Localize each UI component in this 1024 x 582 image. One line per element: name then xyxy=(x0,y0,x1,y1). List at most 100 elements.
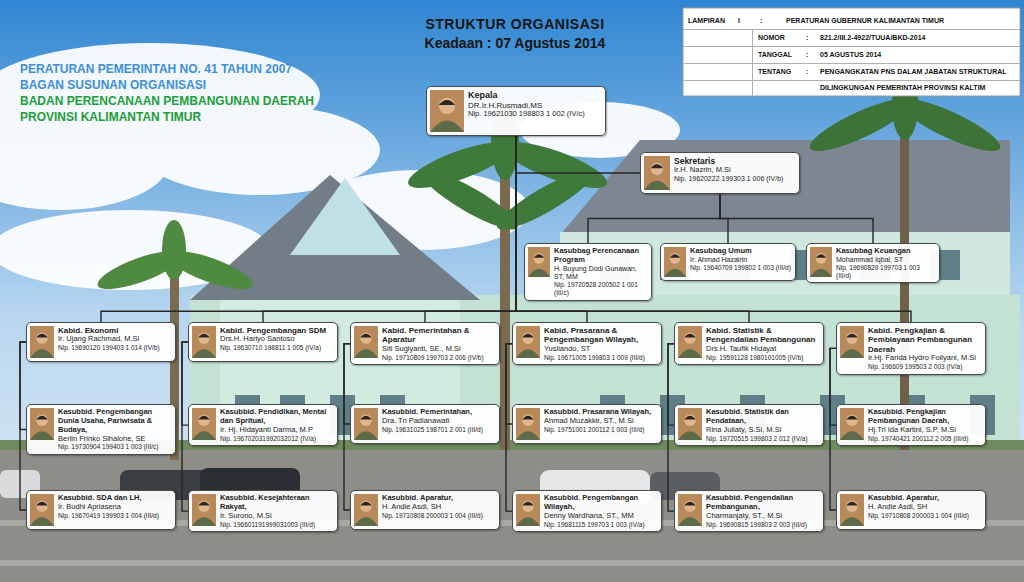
position-title: Kabid. Prasarana & Pengembangan Wilayah, xyxy=(544,326,657,345)
table-cell: 821.2/III.2-4922/TUUA/BKD-2014 xyxy=(820,34,925,41)
employee-id: Nip. 19690829 199703 1 003 (III/d) xyxy=(836,264,935,279)
text-column: Kasubbag UmumIr. Ahmad HazairinNip. 1964… xyxy=(690,247,791,272)
text-column: Kabid. Pemerintahan & AparaturSiti Sugiy… xyxy=(382,326,495,361)
table-cell: TANGGAL xyxy=(758,51,792,58)
org-connector xyxy=(516,136,640,173)
person-name: Ir. Ahmad Hazairin xyxy=(690,256,791,264)
portrait-photo xyxy=(354,326,378,358)
portrait-photo xyxy=(516,326,540,358)
text-column: Kabid. Pengkajian & Pembiayaan Pembangun… xyxy=(868,326,981,371)
portrait-photo xyxy=(354,494,378,526)
portrait-photo xyxy=(30,494,54,526)
person-name: Yusliando, ST xyxy=(544,345,657,354)
portrait-photo xyxy=(354,408,378,440)
employee-id: Nip. 196601191999031003 (III/d) xyxy=(220,521,333,529)
person-name: DR.Ir.H.Rusmadi,MS xyxy=(468,101,601,110)
table-cell: : xyxy=(760,17,762,24)
employee-id: Nip. 19720515 199803 2 012 (IV/a) xyxy=(706,435,819,443)
employee-id: Nip. 19720528 200502 1 001 (III/c) xyxy=(554,281,647,296)
position-title: Kasubbid. Pengkajian Pembangunan Daerah, xyxy=(868,408,981,426)
kabid-box: Kabid. Pengkajian & Pembiayaan Pembangun… xyxy=(836,322,986,375)
employee-id: Nip. 19630710 198811 1 005 (IV/a) xyxy=(220,344,333,352)
position-title: Kasubbag Perencanaan Program xyxy=(554,247,647,265)
head-box: KepalaDR.Ir.H.Rusmadi,MSNip. 19621030 19… xyxy=(426,86,606,136)
text-column: Kasubbid. Pengkajian Pembangunan Daerah,… xyxy=(868,408,981,442)
portrait-photo xyxy=(516,408,540,440)
regulation-note: PERATURAN PEMERINTAH NO. 41 TAHUN 2007 xyxy=(20,62,292,76)
portrait-photo xyxy=(678,408,702,440)
table-cell: : xyxy=(806,34,808,41)
text-column: Kasubbid. Prasarana Wilayah,Ahmad Muzakk… xyxy=(544,408,657,433)
kasub-box: Kasubbid. SDA dan LH,Ir. Budhi Apriasena… xyxy=(26,490,176,530)
person-name: Siti Sugiyanti, SE., M.Si xyxy=(382,345,495,354)
portrait-photo xyxy=(664,247,686,277)
kabid-box: Kabid. Prasarana & Pengembangan Wilayah,… xyxy=(512,322,662,365)
person-name: Ir.H. Nazrin, M.Si xyxy=(674,166,795,175)
text-column: Kasubbid. SDA dan LH,Ir. Budhi Apriasena… xyxy=(58,494,171,519)
table-cell: NOMOR xyxy=(758,34,785,41)
employee-id: Nip. 19591128 1980101005 (IV/b) xyxy=(706,354,819,362)
kabid-box: Kabid. EkonomiIr. Ujang Rachmad, M.SiNip… xyxy=(26,322,176,362)
person-name: H. Andie Asdi, SH xyxy=(382,503,495,512)
kasub-box: Kasubbid. Pengembangan Wilayah,Denny War… xyxy=(512,490,662,532)
employee-id: Nip. 196609 199503 2 003 (IV/a) xyxy=(868,363,981,371)
position-title: Kabid. Ekonomi xyxy=(58,326,171,335)
person-name: Ir. Ujang Rachmad, M.Si xyxy=(58,335,171,344)
portrait-photo xyxy=(430,90,464,132)
kasub-box: Kasubbid. Statistik dan Pendataan,Rina J… xyxy=(674,404,824,446)
employee-id: Nip. 19740421 200112 2 005 (III/d) xyxy=(868,435,981,443)
position-title: Kasubbid. Aparatur, xyxy=(382,494,495,503)
table-cell: LAMPIRAN xyxy=(688,17,725,24)
portrait-photo xyxy=(840,494,864,526)
employee-id: Nip. 19730904 199403 1 003 (III/c) xyxy=(58,443,171,451)
person-name: Drs.H. Taufik Hidayat xyxy=(706,345,819,354)
person-name: Dra. Tri Padianawati xyxy=(382,417,495,426)
portrait-photo xyxy=(192,408,216,440)
position-title: Kabid. Statistik & Pengendalian Pembangu… xyxy=(706,326,819,345)
kasub-box: Kasubbid. Aparatur,H. Andie Asdi, SHNip.… xyxy=(350,490,500,530)
employee-id: Nip. 19751001 200112 1 003 (III/d) xyxy=(544,426,657,434)
text-column: Kasubbid. Pendidikan, Mental dan Spritua… xyxy=(220,408,333,442)
person-name: Mohammad Iqbal, ST xyxy=(836,256,935,264)
portrait-photo xyxy=(516,494,540,526)
employee-id: Nip. 19681115 199703 1 003 (IV/a) xyxy=(544,521,657,529)
portrait-photo xyxy=(30,408,54,440)
kabid-box: Kabid. Pengembangan SDMDrs.H. Hariyo San… xyxy=(188,322,338,362)
position-title: Kabid. Pengkajian & Pembiayaan Pembangun… xyxy=(868,326,981,354)
employee-id: Nip. 19671005 199803 1 009 (III/d) xyxy=(544,354,657,362)
position-title: Kasubbid. Prasarana Wilayah, xyxy=(544,408,657,417)
text-column: Kasubbid. Aparatur,H. Andie Asdi, SHNip.… xyxy=(382,494,495,519)
sub-box: Kasubbag UmumIr. Ahmad HazairinNip. 1964… xyxy=(660,243,796,281)
sek-box: SekretarisIr.H. Nazrin, M.SiNip. 1962022… xyxy=(640,152,800,194)
position-title: Kasubbid. Pendidikan, Mental dan Spritua… xyxy=(220,408,333,426)
portrait-photo xyxy=(678,326,702,358)
org-connector xyxy=(425,136,516,322)
person-name: Berlin Frinko Sihalohe, SE xyxy=(58,435,171,444)
sub-box: Kasubbag Perencanaan ProgramH. Buyung Do… xyxy=(524,243,652,301)
table-cell: : xyxy=(806,51,808,58)
text-column: Kabid. Statistik & Pengendalian Pembangu… xyxy=(706,326,819,361)
portrait-photo xyxy=(528,247,550,277)
text-column: Kasubbid. Pengembangan Dunia Usaha, Pari… xyxy=(58,408,171,451)
kasub-box: Kasubbid. Pengkajian Pembangunan Daerah,… xyxy=(836,404,986,446)
org-connector xyxy=(720,194,873,243)
text-column: Kasubbid. Kesejahteraan Rakyat,Ir. Suron… xyxy=(220,494,333,528)
person-name: Ir.Hj. Farida Hydro Foilyani, M.Si xyxy=(868,354,981,363)
portrait-photo xyxy=(192,494,216,526)
position-title: Kasubbid. Aparatur, xyxy=(868,494,981,503)
position-title: Kasubbid. Pengembangan Dunia Usaha, Pari… xyxy=(58,408,171,435)
person-name: H. Andie Asdi, SH xyxy=(868,503,981,512)
position-title: Sekretaris xyxy=(674,156,795,166)
chart-subtitle: BAGAN SUSUNAN ORGANISASI xyxy=(20,78,206,92)
portrait-photo xyxy=(810,247,832,277)
position-title: Kasubbid. Pengendalian Pembangunan, xyxy=(706,494,819,512)
table-cell: PERATURAN GUBERNUR KALIMANTAN TIMUR xyxy=(786,17,944,24)
table-cell: : xyxy=(806,68,808,75)
org-connector xyxy=(516,136,911,322)
person-name: Ir. Budhi Apriasena xyxy=(58,503,171,512)
kasub-box: Kasubbid. Prasarana Wilayah,Ahmad Muzakk… xyxy=(512,404,662,444)
text-column: Kasubbag Perencanaan ProgramH. Buyung Do… xyxy=(554,247,647,297)
org-connector xyxy=(101,136,516,322)
portrait-photo xyxy=(192,326,216,358)
kasub-box: Kasubbid. Pemerintahan,Dra. Tri Padianaw… xyxy=(350,404,500,444)
